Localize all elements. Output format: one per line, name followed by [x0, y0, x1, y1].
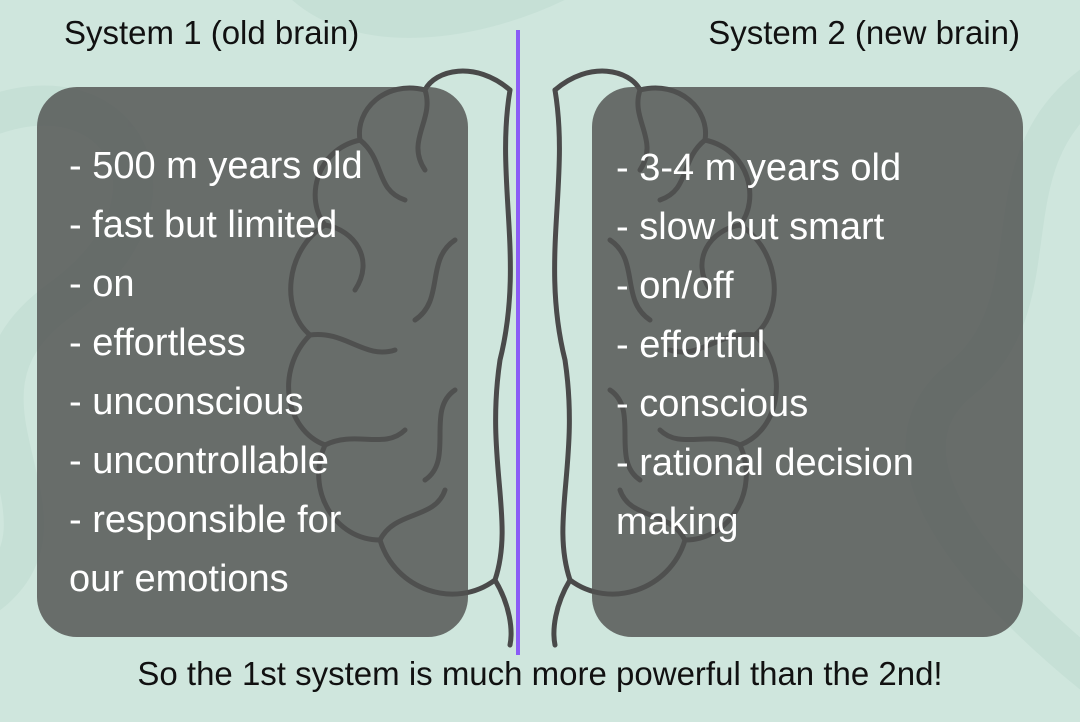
list-item: - conscious — [616, 383, 809, 425]
system1-panel: - 500 m years old - fast but limited - o… — [37, 87, 468, 637]
system1-title: System 1 (old brain) — [64, 14, 360, 51]
list-item: making — [616, 501, 739, 543]
list-item: - 3-4 m years old — [616, 147, 902, 189]
system2-panel: - 3-4 m years old - slow but smart - on/… — [592, 87, 1023, 637]
list-item: - slow but smart — [616, 206, 885, 248]
system2-list: - 3-4 m years old - slow but smart - on/… — [616, 139, 914, 552]
list-item: - rational decision — [616, 442, 914, 484]
list-item: - on — [69, 263, 135, 305]
system2-title: System 2 (new brain) — [708, 14, 1020, 51]
center-divider — [516, 30, 520, 655]
list-item: - fast but limited — [69, 204, 338, 246]
list-item: our emotions — [69, 558, 289, 600]
system1-list: - 500 m years old - fast but limited - o… — [69, 137, 363, 609]
list-item: - uncontrollable — [69, 440, 329, 482]
list-item: - 500 m years old — [69, 145, 363, 187]
list-item: - effortless — [69, 322, 246, 364]
list-item: - effortful — [616, 324, 766, 366]
list-item: - unconscious — [69, 381, 304, 423]
list-item: - on/off — [616, 265, 734, 307]
list-item: - responsible for — [69, 499, 342, 541]
conclusion-text: So the 1st system is much more powerful … — [137, 655, 943, 692]
